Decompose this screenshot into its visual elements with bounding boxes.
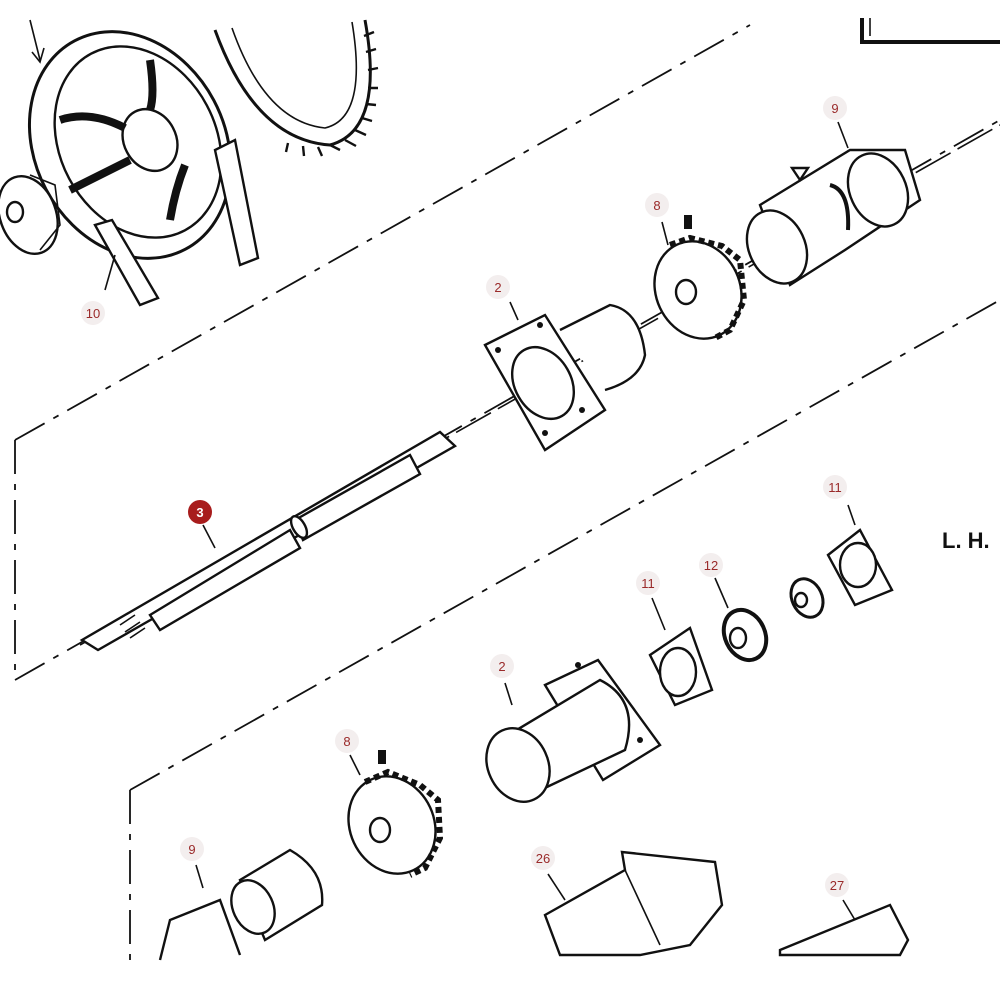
- callout-part-26[interactable]: 26: [531, 846, 555, 870]
- bearing-insert-b: [789, 577, 825, 619]
- callout-part-2-upper[interactable]: 2: [486, 275, 510, 299]
- pulley-wheel: [27, 19, 233, 260]
- callout-part-27[interactable]: 27: [825, 873, 849, 897]
- mount-plate: [778, 903, 910, 957]
- svg-text:26: 26: [536, 851, 550, 866]
- svg-text:2: 2: [494, 280, 501, 295]
- svg-text:11: 11: [641, 576, 655, 591]
- coupler-sleeve-upper: [745, 148, 922, 287]
- bearing-housing-lower: [485, 658, 662, 803]
- coupler-sleeve-lower: [158, 848, 324, 961]
- side-label: L. H.: [942, 528, 990, 553]
- callout-part-10[interactable]: 10: [81, 301, 105, 325]
- svg-text:2: 2: [498, 659, 505, 674]
- callout-part-8-lower[interactable]: 8: [335, 729, 359, 753]
- flange-right: [826, 528, 894, 607]
- callout-part-9-lower[interactable]: 9: [180, 837, 204, 861]
- flange-center: [648, 626, 714, 707]
- callout-part-11-right[interactable]: 11: [823, 475, 847, 499]
- inset-frame: [860, 18, 1000, 44]
- callout-part-2-lower[interactable]: 2: [490, 654, 514, 678]
- svg-text:27: 27: [830, 878, 844, 893]
- svg-text:9: 9: [831, 101, 838, 116]
- mount-bracket: [543, 850, 724, 957]
- svg-text:11: 11: [828, 480, 842, 495]
- callout-part-8-upper[interactable]: 8: [645, 193, 669, 217]
- callout-part-11-center[interactable]: 11: [636, 571, 660, 595]
- svg-text:8: 8: [653, 198, 660, 213]
- drive-hub: [0, 174, 61, 255]
- large-sprocket: [213, 19, 379, 157]
- shaft: [79, 430, 458, 652]
- svg-text:8: 8: [343, 734, 350, 749]
- leader-lines: [104, 121, 856, 921]
- bearing-housing-upper: [483, 303, 647, 452]
- v-belt: [93, 138, 260, 307]
- svg-text:9: 9: [188, 842, 195, 857]
- callout-part-3-selected[interactable]: 3: [188, 500, 212, 524]
- svg-text:12: 12: [704, 558, 718, 573]
- part-callouts: 10 2 8 9 3 11 12 11 2 8 9: [81, 96, 849, 897]
- sprocket-lower: [347, 750, 444, 878]
- callout-part-12[interactable]: 12: [699, 553, 723, 577]
- sprocket-upper: [653, 215, 748, 341]
- svg-text:10: 10: [86, 306, 100, 321]
- svg-text:3: 3: [196, 505, 203, 520]
- callout-part-9-upper[interactable]: 9: [823, 96, 847, 120]
- bearing-insert-a: [721, 607, 769, 663]
